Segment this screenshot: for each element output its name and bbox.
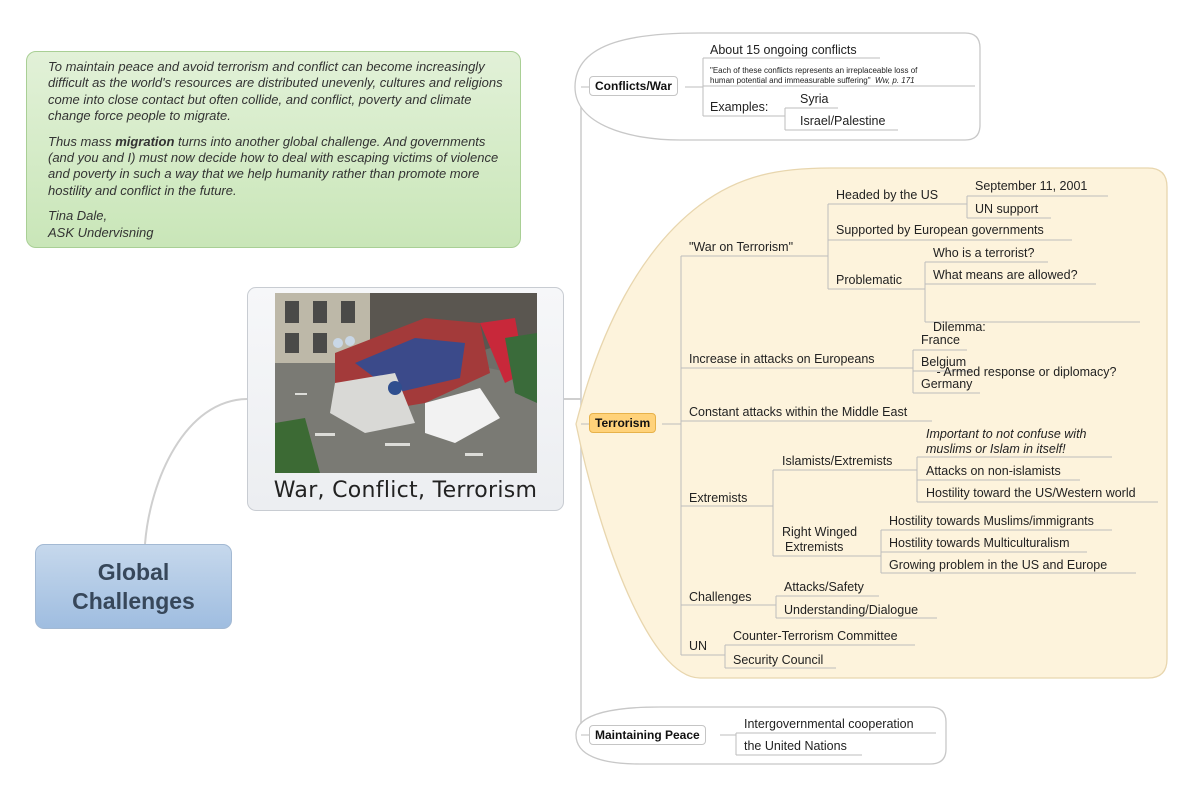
node-challenges[interactable]: Challenges <box>689 590 752 604</box>
node-france[interactable]: France <box>921 333 960 347</box>
node-attacks-non-islamists[interactable]: Attacks on non-islamists <box>926 464 1061 478</box>
node-belgium[interactable]: Belgium <box>921 355 967 369</box>
note-paragraph-2: Thus mass migration turns into another g… <box>48 134 508 200</box>
quote-source: Ww, p. 171 <box>875 75 915 85</box>
central-to-card-connector <box>144 398 248 545</box>
islam-note-line-2: muslims or Islam in itself! <box>926 442 1066 456</box>
node-counter-terrorism-committee[interactable]: Counter-Terrorism Committee <box>733 629 898 643</box>
right-winged-line-2: Extremists <box>785 540 844 554</box>
node-war-on-terrorism[interactable]: "War on Terrorism" <box>689 240 794 254</box>
note-p2-end: turns into another global challenge. And… <box>48 133 499 198</box>
node-example-syria[interactable]: Syria <box>800 92 829 106</box>
node-dilemma[interactable]: Dilemma: - Armed response or diplomacy? <box>933 290 1116 395</box>
note-p2-bold-migration: migration <box>115 133 175 149</box>
node-growing-problem[interactable]: Growing problem in the US and Europe <box>889 558 1108 572</box>
dilemma-line-1: Dilemma: <box>933 320 986 334</box>
note-signature-org: ASK Undervisning <box>48 224 154 240</box>
note-p2-start: Thus mass <box>48 133 116 149</box>
node-right-winged-extremists[interactable]: Right Winged Extremists <box>782 525 857 555</box>
node-hostility-muslims-immigrants[interactable]: Hostility towards Muslims/immigrants <box>889 514 1094 528</box>
peace-group-outline <box>575 706 947 765</box>
node-hostility-multiculturalism[interactable]: Hostility towards Multiculturalism <box>889 536 1070 550</box>
node-islam-note[interactable]: Important to not confuse with muslims or… <box>926 427 1087 457</box>
bus-bombing-photo <box>275 293 537 473</box>
node-un-support[interactable]: UN support <box>975 202 1039 216</box>
terrorism-group-outline <box>575 167 1168 679</box>
node-headed-by-us[interactable]: Headed by the US <box>836 188 939 202</box>
node-un[interactable]: UN <box>689 639 708 653</box>
node-extremists[interactable]: Extremists <box>689 491 748 505</box>
node-examples[interactable]: Examples: <box>710 100 769 114</box>
node-problematic[interactable]: Problematic <box>836 273 902 287</box>
islam-note-line-1: Important to not confuse with <box>926 427 1087 441</box>
node-security-council[interactable]: Security Council <box>733 653 824 667</box>
node-conflicts-quote[interactable]: "Each of these conflicts represents an i… <box>710 66 917 85</box>
node-example-israel-palestine[interactable]: Israel/Palestine <box>800 114 886 128</box>
node-hostility-us-western[interactable]: Hostility toward the US/Western world <box>926 486 1136 500</box>
explanation-note: To maintain peace and avoid terrorism an… <box>26 51 521 248</box>
topic-maintaining-peace[interactable]: Maintaining Peace <box>589 725 706 745</box>
topic-conflicts-war[interactable]: Conflicts/War <box>589 76 678 96</box>
quote-line-2: human potential and immeasurable sufferi… <box>710 75 871 85</box>
node-who-is-a-terrorist[interactable]: Who is a terrorist? <box>933 246 1035 260</box>
central-topic-line2: Challenges <box>72 587 195 614</box>
note-paragraph-1: To maintain peace and avoid terrorism an… <box>48 59 503 124</box>
central-topic-line1: Global <box>97 558 170 585</box>
card-title: War, Conflict, Terrorism <box>273 478 538 503</box>
node-intergovernmental-cooperation[interactable]: Intergovernmental cooperation <box>744 717 914 731</box>
node-attacks-on-europeans[interactable]: Increase in attacks on Europeans <box>689 352 875 366</box>
node-what-means-allowed[interactable]: What means are allowed? <box>933 268 1078 282</box>
node-islamists-extremists[interactable]: Islamists/Extremists <box>782 454 893 468</box>
node-september-11[interactable]: September 11, 2001 <box>975 179 1088 193</box>
node-supported-by-european-governments[interactable]: Supported by European governments <box>836 223 1044 237</box>
dilemma-line-2: - Armed response or diplomacy? <box>933 365 1117 379</box>
node-middle-east-attacks[interactable]: Constant attacks within the Middle East <box>689 405 908 419</box>
quote-line-1: "Each of these conflicts represents an i… <box>710 66 918 75</box>
node-attacks-safety[interactable]: Attacks/Safety <box>784 580 864 594</box>
note-signature-name: Tina Dale, <box>48 208 108 224</box>
node-germany[interactable]: Germany <box>921 377 973 391</box>
node-ongoing-conflicts[interactable]: About 15 ongoing conflicts <box>710 43 857 57</box>
right-winged-line-1: Right Winged <box>782 525 858 539</box>
node-united-nations[interactable]: the United Nations <box>744 739 847 753</box>
node-understanding-dialogue[interactable]: Understanding/Dialogue <box>784 603 919 617</box>
topic-terrorism[interactable]: Terrorism <box>589 413 657 433</box>
